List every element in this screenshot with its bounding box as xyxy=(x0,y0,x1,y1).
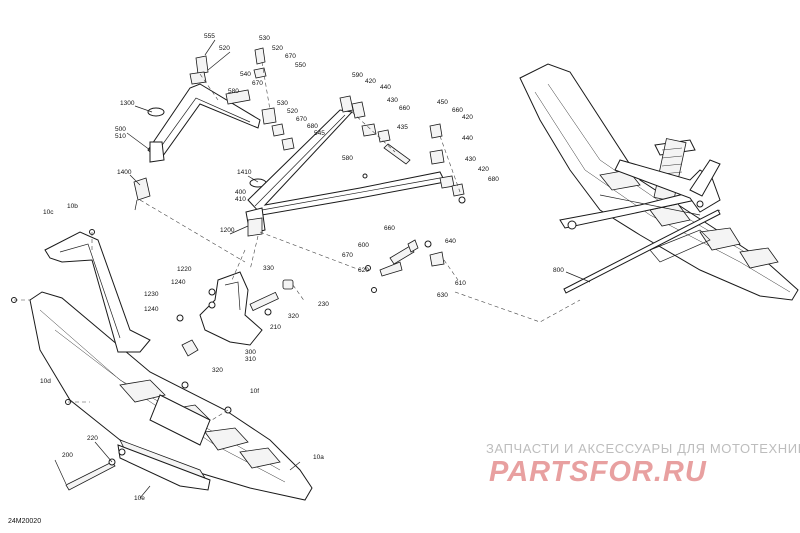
callout: 420 xyxy=(365,78,376,85)
callout: 1230 xyxy=(144,291,159,298)
spindle-assembly xyxy=(176,249,306,357)
callout: 10f xyxy=(250,388,259,395)
callout: 320 xyxy=(212,367,223,374)
callout: 540 xyxy=(240,71,251,78)
callout-labels: 555 520 530 520 670 550 540 670 580 1300… xyxy=(40,33,564,502)
callout: 545 xyxy=(314,130,325,137)
callout: 1240 xyxy=(171,279,186,286)
left-ski xyxy=(29,231,313,501)
callout: 670 xyxy=(342,252,353,259)
callout: 420 xyxy=(462,114,473,121)
callout: 320 xyxy=(288,313,299,320)
callout: 200 xyxy=(62,452,73,459)
callout: 530 xyxy=(277,100,288,107)
callout: 670 xyxy=(285,53,296,60)
callout: 10b xyxy=(67,203,78,210)
callout: 520 xyxy=(219,45,230,52)
callout: 630 xyxy=(437,292,448,299)
callout: 520 xyxy=(287,108,298,115)
leader-lines xyxy=(54,39,591,499)
callout: 10c xyxy=(43,209,54,216)
callout: 450 xyxy=(437,99,448,106)
callout: 330 xyxy=(263,265,274,272)
callout: 800 xyxy=(553,267,564,274)
callout: 440 xyxy=(462,135,473,142)
callout: 1220 xyxy=(177,266,192,273)
callout: 680 xyxy=(488,176,499,183)
callout: 1400 xyxy=(117,169,132,176)
callout: 430 xyxy=(465,156,476,163)
callout: 590 xyxy=(352,72,363,79)
callout: 435 xyxy=(397,124,408,131)
callout: 440 xyxy=(380,84,391,91)
callout: 220 xyxy=(87,435,98,442)
callout: 10d xyxy=(40,378,51,385)
callout: 310 xyxy=(245,356,256,363)
callout: 1240 xyxy=(144,306,159,313)
callout: 550 xyxy=(295,62,306,69)
callout: 660 xyxy=(399,105,410,112)
callout: 230 xyxy=(318,301,329,308)
callout: 580 xyxy=(228,88,239,95)
callout: 600 xyxy=(358,242,369,249)
callout: 670 xyxy=(252,80,263,87)
callout: 580 xyxy=(342,155,353,162)
callout: 1300 xyxy=(120,100,135,107)
callout: 430 xyxy=(387,97,398,104)
callout: 1200 xyxy=(220,227,235,234)
callout: 420 xyxy=(478,166,489,173)
right-assembly xyxy=(454,63,799,323)
upper-a-arm xyxy=(133,47,295,263)
callout: 300 xyxy=(245,349,256,356)
callout: 640 xyxy=(445,238,456,245)
callout: 10e xyxy=(134,495,145,502)
callout: 670 xyxy=(296,116,307,123)
callout: 610 xyxy=(455,280,466,287)
watermark-logo-text: PARTSFOR.RU xyxy=(489,456,707,488)
lower-a-arm xyxy=(245,95,466,271)
callout: 10a xyxy=(313,454,324,461)
steering-linkage xyxy=(259,231,459,293)
left-ski-hardware xyxy=(11,229,232,491)
callout: 510 xyxy=(115,133,126,140)
callout: 660 xyxy=(384,225,395,232)
callout: 210 xyxy=(270,324,281,331)
callout: 1410 xyxy=(237,169,252,176)
callout: 520 xyxy=(272,45,283,52)
callout: 555 xyxy=(204,33,215,40)
diagram-code: 24M20020 xyxy=(8,518,42,525)
callout: 530 xyxy=(259,35,270,42)
callout: 410 xyxy=(235,196,246,203)
callout: 660 xyxy=(452,107,463,114)
watermark-caption: ЗАПЧАСТИ И АКСЕССУАРЫ ДЛЯ МОТОТЕХНИКИ xyxy=(486,441,800,456)
callout: 400 xyxy=(235,189,246,196)
callout: 500 xyxy=(115,126,126,133)
callout: 620 xyxy=(358,267,369,274)
callout: 680 xyxy=(307,123,318,130)
watermark-logo: PARTSFOR.RU xyxy=(489,456,707,488)
